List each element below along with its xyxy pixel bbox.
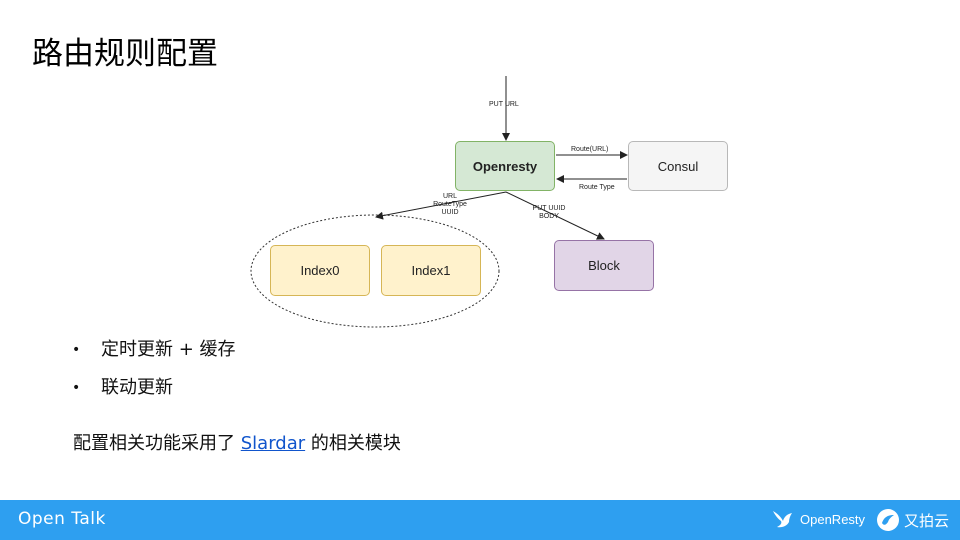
footer-open-talk: Open Talk xyxy=(18,509,106,529)
slardar-link[interactable]: Slardar xyxy=(240,433,306,454)
note-prefix: 配置相关功能采用了 xyxy=(73,433,241,454)
bullet-item: • 联动更新 xyxy=(72,376,236,414)
edge-label-route-url: Route(URL) xyxy=(571,146,609,153)
openresty-brand: OpenResty xyxy=(772,508,865,530)
diagram-edges xyxy=(250,76,628,328)
node-index1: Index1 xyxy=(381,245,481,296)
upyun-logo-icon xyxy=(877,509,899,531)
node-consul: Consul xyxy=(628,141,728,191)
bullet-text: 联动更新 xyxy=(101,377,173,398)
bullet-dot-icon: • xyxy=(72,380,81,396)
bullet-text: 定时更新 + 缓存 xyxy=(101,339,236,360)
openresty-bird-icon xyxy=(773,511,792,528)
bullet-dot-icon: • xyxy=(72,342,81,358)
node-index0: Index0 xyxy=(270,245,370,296)
edge-label-block: PUT UUID BODY xyxy=(532,205,566,220)
edge-to-block xyxy=(505,191,605,240)
node-openresty: Openresty xyxy=(455,141,555,191)
upyun-brand-text: 又拍云 xyxy=(904,511,950,530)
upyun-brand: 又拍云 xyxy=(876,508,949,532)
index-group-ellipse xyxy=(250,214,500,328)
architecture-diagram: Openresty Consul Block Index0 Index1 PUT… xyxy=(250,76,728,328)
edge-label-route-type: Route Type xyxy=(579,184,615,191)
edge-to-index xyxy=(375,191,507,220)
bullet-item: • 定时更新 + 缓存 xyxy=(72,338,236,376)
node-block: Block xyxy=(554,240,654,291)
bullet-list: • 定时更新 + 缓存 • 联动更新 xyxy=(72,338,236,414)
edge-label-index: URL RouteType UUID xyxy=(433,193,467,216)
note-suffix: 的相关模块 xyxy=(305,433,401,454)
edge-label-put-url: PUT URL xyxy=(489,101,519,108)
note-line: 配置相关功能采用了 Slardar 的相关模块 xyxy=(73,429,401,455)
slide-title: 路由规则配置 xyxy=(32,36,218,72)
openresty-brand-text: OpenResty xyxy=(800,511,866,527)
footer-bar: Open Talk OpenResty 又拍云 xyxy=(0,500,960,540)
